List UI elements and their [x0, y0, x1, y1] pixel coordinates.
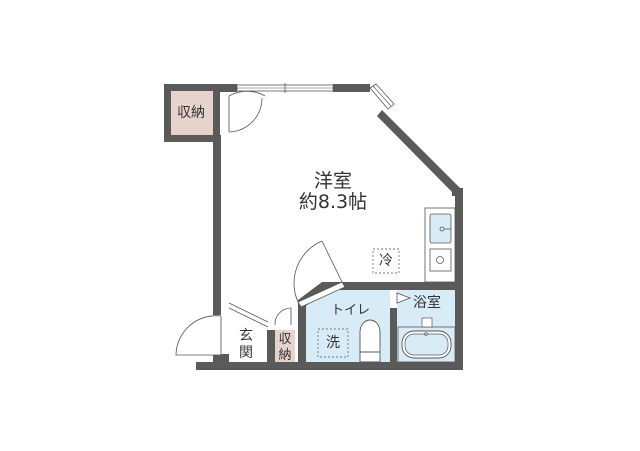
bathtub	[397, 317, 456, 363]
diagonal-window	[369, 83, 395, 110]
kitchen-counter	[424, 207, 456, 283]
storage-top-label: 収納	[177, 105, 205, 121]
washer-label: 洗	[326, 335, 340, 351]
bathroom-label: 浴室	[413, 295, 441, 311]
entrance-char-2: 関	[239, 344, 253, 361]
entrance-label: 玄 関	[238, 328, 254, 362]
toilet-door-swing	[293, 240, 346, 308]
refrigerator-label: 冷	[379, 253, 393, 269]
entrance-door-swing	[175, 315, 222, 356]
closet-door-swing	[228, 90, 266, 133]
storage-small-char-2: 納	[278, 347, 292, 363]
western-room-floor	[229, 92, 455, 362]
small-storage-door-swing	[274, 307, 292, 326]
storage-small-label: 収 納	[277, 332, 293, 363]
toilet-label: トイレ	[331, 303, 371, 318]
toilet-fixture	[359, 319, 381, 363]
western-room-area: 約8.3帖	[298, 191, 368, 213]
washer-space	[317, 328, 349, 358]
storage-small-char-1: 収	[278, 332, 292, 347]
western-room-name: 洋室	[313, 170, 352, 192]
top-window	[236, 83, 334, 93]
storage-small-floor	[275, 330, 295, 364]
entrance-char-1: 玄	[239, 328, 253, 344]
refrigerator-space	[372, 248, 400, 274]
bathroom-door-mark	[396, 292, 412, 304]
entrance-step	[228, 302, 269, 328]
western-room-label: 洋室 約8.3帖	[288, 172, 378, 212]
walls	[196, 84, 463, 370]
